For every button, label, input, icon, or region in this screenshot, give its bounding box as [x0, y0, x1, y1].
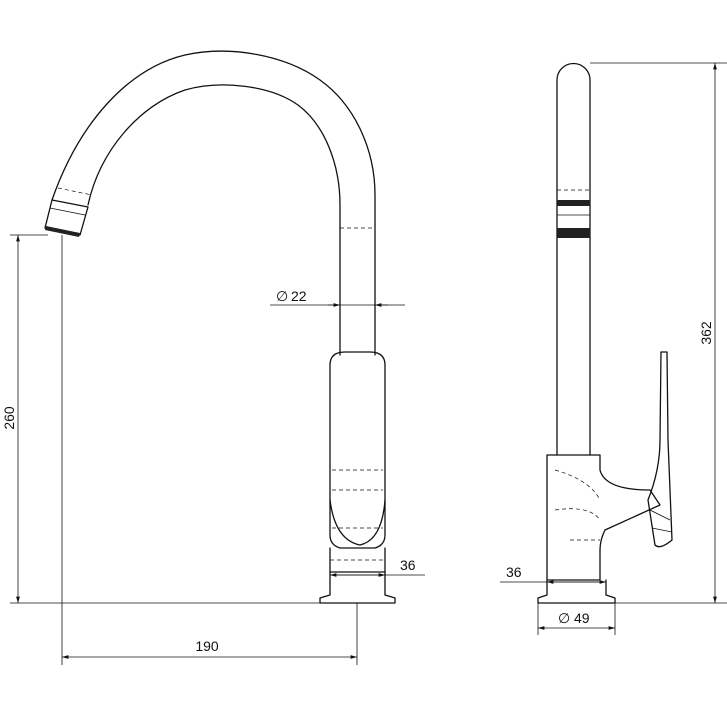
side-mixer-body — [546, 454, 661, 581]
handle-lever-front — [329, 499, 386, 546]
front-view — [44, 50, 396, 604]
side-base-plate — [537, 579, 616, 604]
side-spout-tube — [556, 62, 591, 456]
aerator-nozzle — [44, 199, 89, 236]
side-view — [537, 62, 673, 604]
base-plate-front — [319, 571, 396, 604]
dim-base-diameter-49: 49 — [574, 610, 590, 626]
dim-reach-190: 190 — [195, 638, 219, 654]
dim-height-362: 362 — [698, 321, 714, 345]
side-dimensions: 362 36 ∅ 49 — [500, 62, 727, 635]
dim-spout-diameter-22: 22 — [291, 288, 307, 304]
spout-inner-curve — [87, 84, 341, 226]
dim-height-260: 260 — [1, 406, 17, 430]
dim-base-36-front: 36 — [400, 557, 416, 573]
front-dimensions: 260 190 ∅ 22 36 — [1, 234, 425, 665]
spout-outer-curve — [51, 50, 376, 226]
dim-diameter-symbol-side: ∅ — [558, 610, 570, 626]
dim-diameter-symbol-front: ∅ — [276, 288, 288, 304]
side-handle-lever — [647, 351, 673, 548]
side-aerator — [557, 200, 590, 206]
mixer-body — [329, 351, 386, 549]
dim-base-36-side: 36 — [506, 564, 522, 580]
